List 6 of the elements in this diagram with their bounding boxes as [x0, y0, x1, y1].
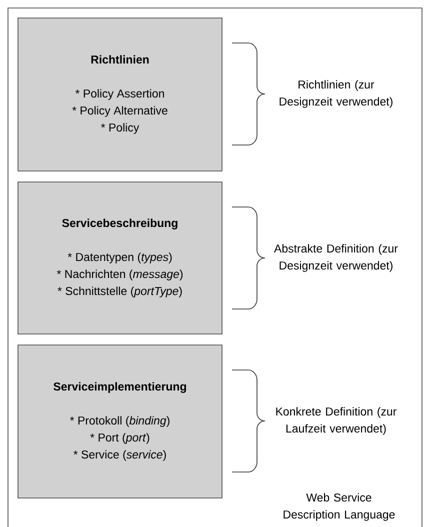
brace-label: Konkrete Definition (zur Laufzeit verwendet) — [276, 407, 396, 435]
content-box: Richtlinien * Policy Assertion * Policy Alternative * Policy — [18, 18, 222, 172]
brace-label: Abstrakte Definition (zur Designzeit verwendet) — [274, 244, 398, 272]
content-box: Serviceimplementierung * Protokoll (binding) * Port (port) * Service (service) — [18, 344, 222, 498]
content-box: Servicebeschreibung * Datentypen (types) * Nachrichten (message) * Schnittstelle (portType) — [18, 182, 222, 334]
brace-label: Richtlinien (zur Designzeit verwendet) — [280, 80, 392, 108]
